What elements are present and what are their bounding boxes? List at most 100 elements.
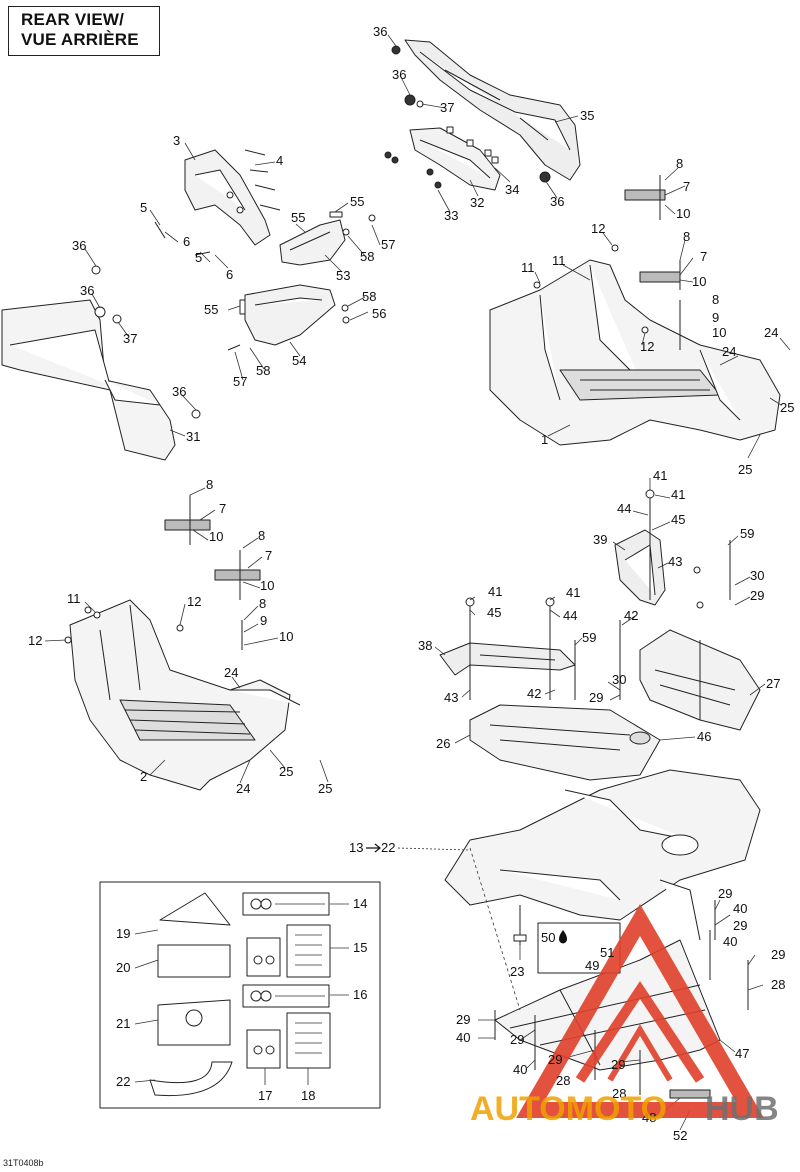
callout-29: 29 (771, 947, 785, 962)
callout-10: 10 (209, 529, 223, 544)
part-fender-31 (1, 265, 201, 461)
view-title-line-1: REAR VIEW/ (21, 10, 125, 29)
part-rear-body-1 (489, 259, 781, 446)
callout-39: 39 (593, 532, 607, 547)
callout-22: 22 (116, 1074, 130, 1089)
watermark-logo (516, 904, 764, 1118)
callout-28: 28 (556, 1073, 570, 1088)
callout-8: 8 (259, 596, 266, 611)
part-rear-rail (404, 39, 581, 181)
callout-7: 7 (683, 179, 690, 194)
callout-28: 28 (771, 977, 785, 992)
part-handle-38 (439, 642, 576, 676)
callout-34: 34 (505, 182, 519, 197)
callout-52: 52 (673, 1128, 687, 1143)
callout-25: 25 (738, 462, 752, 477)
callout-17: 17 (258, 1088, 272, 1103)
callout-47: 47 (735, 1046, 749, 1061)
callout-8: 8 (712, 292, 719, 307)
part-rack-27 (639, 629, 761, 731)
leader-lines (44, 34, 791, 1131)
callout-49: 49 (585, 958, 599, 973)
callout-58: 58 (256, 363, 270, 378)
callout-12: 12 (187, 594, 201, 609)
callout-1: 1 (541, 432, 548, 447)
fasteners-top (384, 45, 551, 189)
callout-29: 29 (548, 1052, 562, 1067)
callout-41: 41 (653, 468, 667, 483)
callout-28: 28 (612, 1086, 626, 1101)
callout-44: 44 (617, 501, 631, 516)
callout-36: 36 (373, 24, 387, 39)
callout-11: 11 (521, 260, 535, 275)
callout-13: 13 (349, 840, 363, 855)
callout-36: 36 (550, 194, 564, 209)
part-rack-26 (469, 704, 661, 781)
callout-40: 40 (733, 901, 747, 916)
callout-14: 14 (353, 896, 367, 911)
callout-43: 43 (668, 554, 682, 569)
callout-5: 5 (195, 250, 202, 265)
callout-18: 18 (301, 1088, 315, 1103)
callout-48: 48 (642, 1110, 656, 1125)
fasteners-left-top (154, 149, 376, 351)
callout-labels: 36 36 37 35 32 34 33 36 3 4 5 6 5 6 55 5… (28, 24, 794, 1143)
watermark-auto: AUTOMOTO (470, 1090, 667, 1128)
callout-11: 11 (552, 253, 566, 268)
callout-30: 30 (750, 568, 764, 583)
callout-40: 40 (513, 1062, 527, 1077)
callout-15: 15 (353, 940, 367, 955)
callout-10: 10 (676, 206, 690, 221)
callout-5: 5 (140, 200, 147, 215)
part-rear-fender-46 (444, 769, 761, 921)
part-bracket-32 (409, 126, 501, 191)
callout-26: 26 (436, 736, 450, 751)
part-front-body-2 (69, 599, 301, 791)
callout-6: 6 (183, 234, 190, 249)
callout-27: 27 (766, 676, 780, 691)
callout-42: 42 (527, 686, 541, 701)
callout-24: 24 (224, 665, 238, 680)
callout-37: 37 (123, 331, 137, 346)
callout-20: 20 (116, 960, 130, 975)
callout-57: 57 (381, 237, 395, 252)
callout-54: 54 (292, 353, 306, 368)
callout-41: 41 (488, 584, 502, 599)
callout-42: 42 (624, 608, 638, 623)
callout-46: 46 (697, 729, 711, 744)
callout-2: 2 (140, 769, 147, 784)
callout-30: 30 (612, 672, 626, 687)
callout-12: 12 (640, 339, 654, 354)
callout-35: 35 (580, 108, 594, 123)
callout-36: 36 (172, 384, 186, 399)
callout-55: 55 (204, 302, 218, 317)
callout-29: 29 (611, 1057, 625, 1072)
callout-6: 6 (226, 267, 233, 282)
callout-36: 36 (392, 67, 406, 82)
fasteners-bottom-right (494, 900, 749, 1095)
callout-40: 40 (456, 1030, 470, 1045)
part-handle-39 (614, 529, 666, 606)
oil-drop-icon (559, 930, 567, 944)
callout-41: 41 (566, 585, 580, 600)
part-bracket-54 (244, 284, 336, 346)
callout-44: 44 (563, 608, 577, 623)
callout-24: 24 (722, 344, 736, 359)
callout-51: 51 (600, 945, 614, 960)
callout-21: 21 (116, 1016, 130, 1031)
callout-36: 36 (80, 283, 94, 298)
callout-29: 29 (456, 1012, 470, 1027)
callout-25: 25 (780, 400, 794, 415)
callout-7: 7 (700, 249, 707, 264)
callout-58: 58 (360, 249, 374, 264)
callout-16: 16 (353, 987, 367, 1002)
callout-19: 19 (116, 926, 130, 941)
callout-59: 59 (740, 526, 754, 541)
callout-29: 29 (510, 1032, 524, 1047)
arrow-icon (366, 843, 381, 853)
callout-23: 23 (510, 964, 524, 979)
callout-25: 25 (318, 781, 332, 796)
callout-25: 25 (279, 764, 293, 779)
callout-3: 3 (173, 133, 180, 148)
